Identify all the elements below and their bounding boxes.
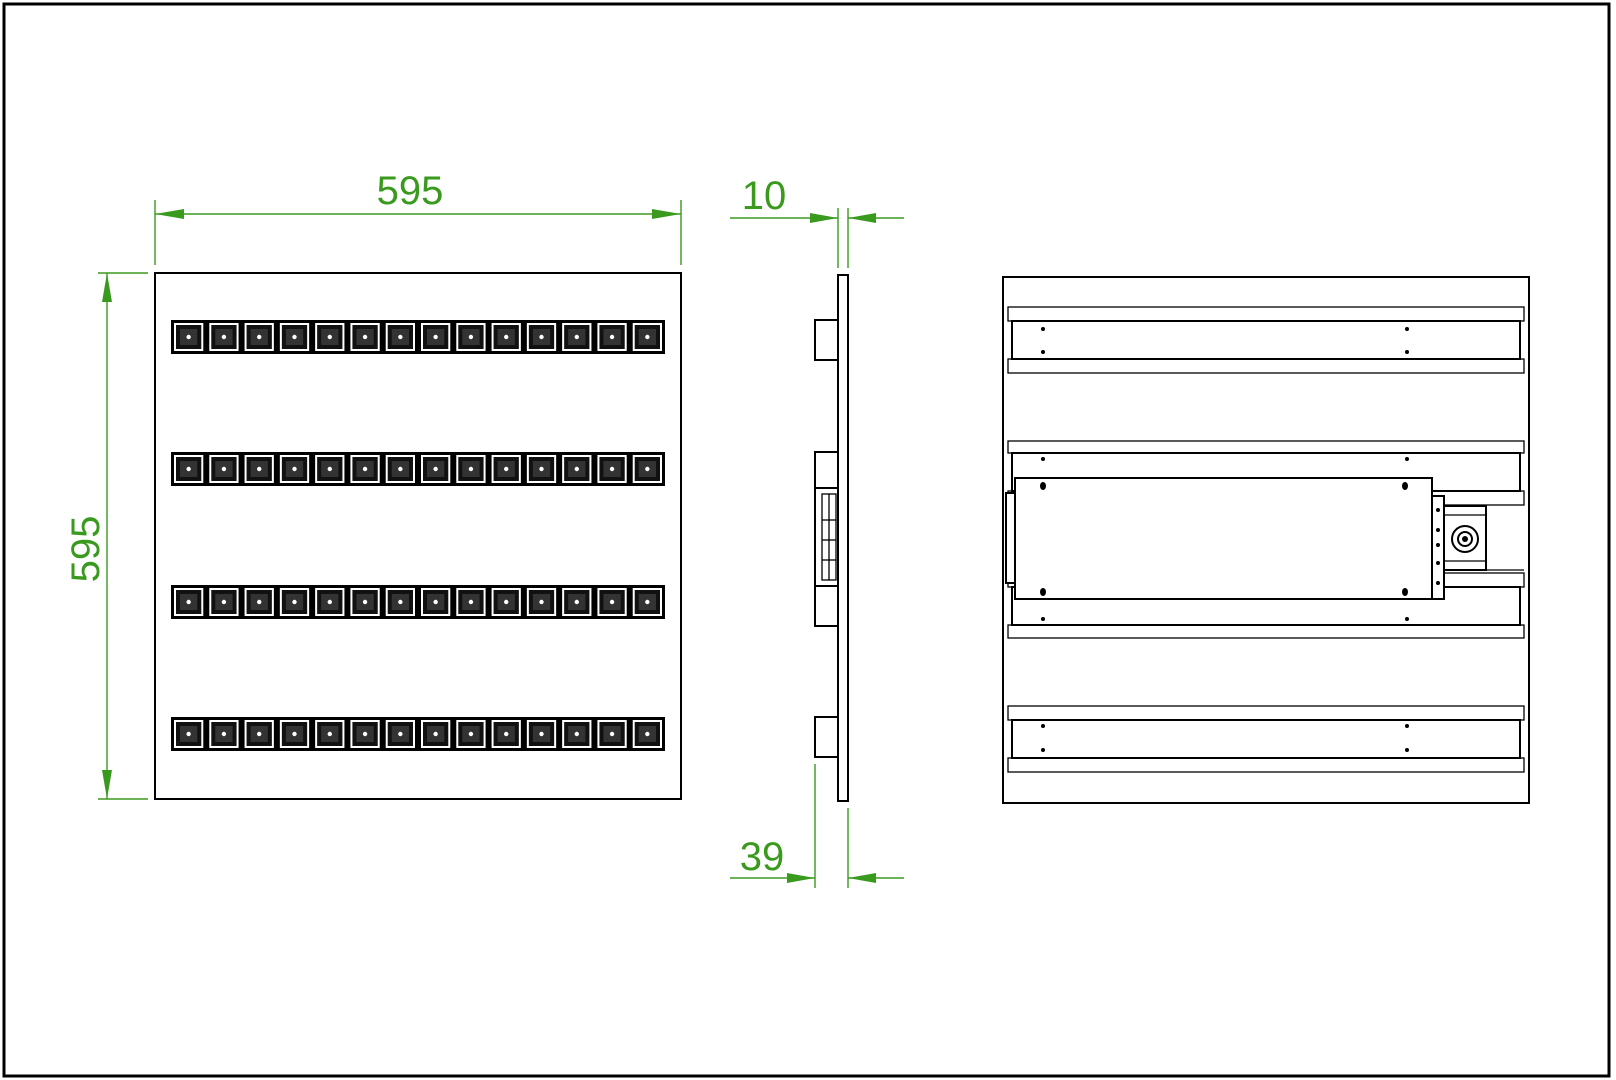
louver-cell — [315, 588, 345, 616]
louver-cell — [385, 323, 415, 351]
back-driver-box — [1005, 477, 1445, 600]
front-height-label: 595 — [64, 516, 108, 583]
back-mounting-bar-top — [1007, 306, 1525, 374]
cable-gland-icon — [1451, 525, 1479, 553]
front-width-label: 595 — [377, 169, 444, 213]
louver-cell — [597, 720, 627, 748]
louver-cell — [491, 720, 521, 748]
louver-cell — [350, 720, 380, 748]
back-connector-box — [1443, 505, 1524, 571]
back-panel-outline — [1002, 276, 1530, 804]
louver-cell — [174, 323, 204, 351]
dimension-side-depth: 39 — [730, 764, 904, 888]
louver-cell — [632, 720, 662, 748]
louver-cell — [421, 588, 451, 616]
louver-row — [171, 717, 665, 751]
side-depth-label: 39 — [740, 835, 785, 879]
louver-cell — [244, 323, 274, 351]
louver-cell — [526, 588, 557, 616]
louver-cell — [421, 323, 451, 351]
side-thickness-label: 10 — [742, 174, 787, 218]
louver-cell — [421, 455, 451, 483]
louver-cell — [491, 588, 521, 616]
louver-cell — [421, 720, 451, 748]
dimension-front-height: 595 — [64, 272, 148, 800]
louver-cell — [279, 455, 310, 483]
louver-cell — [315, 323, 345, 351]
louver-cell — [385, 588, 415, 616]
side-bracket-bottom — [814, 716, 839, 758]
louver-cell — [491, 323, 521, 351]
louver-cell — [632, 323, 662, 351]
louver-cell — [174, 455, 204, 483]
louver-cell — [526, 720, 557, 748]
louver-cell — [632, 455, 662, 483]
louver-cell — [279, 323, 310, 351]
louver-cell — [526, 323, 557, 351]
back-mounting-bar-bottom — [1007, 705, 1525, 773]
louver-cell — [350, 323, 380, 351]
louver-row — [171, 585, 665, 619]
louver-cell — [174, 588, 204, 616]
louver-cell — [244, 720, 274, 748]
dimension-side-thickness: 10 — [730, 174, 904, 268]
louver-cell — [209, 455, 239, 483]
louver-cell — [209, 720, 239, 748]
louver-cell — [597, 455, 627, 483]
louver-cell — [315, 720, 345, 748]
side-driver-box — [814, 487, 839, 587]
louver-cell — [562, 323, 592, 351]
louver-cell — [279, 588, 310, 616]
louver-cell — [597, 588, 627, 616]
louver-cell — [209, 323, 239, 351]
louver-cell — [597, 323, 627, 351]
louver-rows — [171, 320, 665, 751]
louver-cell — [174, 720, 204, 748]
side-view — [814, 274, 849, 802]
louver-cell — [350, 455, 380, 483]
front-panel-outline — [154, 272, 682, 800]
louver-cell — [315, 455, 345, 483]
louver-cell — [562, 455, 592, 483]
side-bracket-top — [814, 319, 839, 361]
side-panel-plate — [837, 274, 849, 802]
dimension-front-width: 595 — [154, 169, 682, 265]
louver-cell — [350, 588, 380, 616]
louver-cell — [456, 588, 486, 616]
louver-cell — [562, 720, 592, 748]
louver-cell — [491, 455, 521, 483]
back-view — [1002, 276, 1530, 804]
louver-cell — [279, 720, 310, 748]
louver-cell — [456, 323, 486, 351]
louver-cell — [244, 588, 274, 616]
louver-row — [171, 320, 665, 354]
side-bracket-upper-mid — [814, 451, 839, 489]
louver-cell — [456, 720, 486, 748]
side-bracket-lower-mid — [814, 585, 839, 627]
louver-cell — [244, 455, 274, 483]
louver-cell — [562, 588, 592, 616]
louver-cell — [526, 455, 557, 483]
louver-cell — [456, 455, 486, 483]
louver-cell — [209, 588, 239, 616]
louver-cell — [632, 588, 662, 616]
louver-cell — [385, 455, 415, 483]
front-view — [154, 272, 682, 800]
louver-row — [171, 452, 665, 486]
louver-cell — [385, 720, 415, 748]
